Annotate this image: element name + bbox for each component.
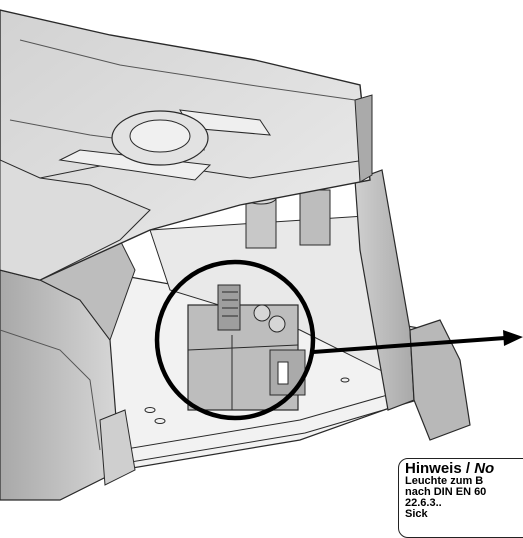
terminal-block bbox=[187, 284, 306, 411]
note-line: Sick bbox=[405, 508, 428, 520]
housing-right-panel bbox=[354, 169, 471, 441]
top-cover bbox=[0, 9, 373, 281]
note-box: Hinweis / No Leuchte zum B nach DIN EN 6… bbox=[398, 458, 523, 538]
housing-left-panel bbox=[0, 239, 136, 501]
note-line: 22.6.3.. bbox=[405, 497, 442, 509]
luminaire-drawing bbox=[0, 9, 523, 501]
note-line: Leuchte zum B bbox=[405, 475, 484, 487]
note-line: nach DIN EN 60 bbox=[405, 486, 487, 498]
callout-marker bbox=[154, 259, 523, 421]
note-title: Hinweis / No bbox=[405, 460, 495, 477]
housing-interior bbox=[149, 189, 421, 391]
